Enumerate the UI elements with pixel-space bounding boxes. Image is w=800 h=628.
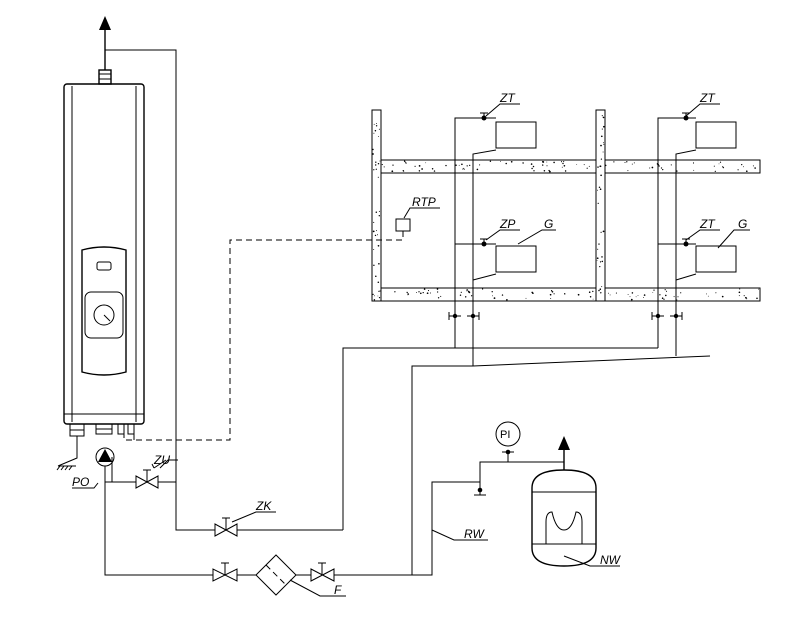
boiler-unit xyxy=(63,69,145,437)
flue-outlet xyxy=(98,69,112,85)
labels: ZT ZT ZT RTP ZP G G PI ZU PO ZK RW NW F xyxy=(72,91,747,597)
pressure-gauge xyxy=(93,304,115,326)
ground-symbol xyxy=(56,436,78,471)
wall-middle xyxy=(595,109,606,302)
gauge-frame xyxy=(84,291,124,339)
label-zu: ZU xyxy=(153,453,170,467)
label-nw: NW xyxy=(600,553,622,567)
thermostatic-valves xyxy=(480,112,690,247)
label-zp: ZP xyxy=(499,217,515,231)
label-rtp: RTP xyxy=(412,195,436,209)
pump-icon xyxy=(98,449,112,462)
wall-left xyxy=(371,109,382,302)
piping xyxy=(104,49,711,576)
valve-zk xyxy=(214,517,238,537)
leader-lines xyxy=(72,103,750,597)
radiator-lower-right xyxy=(695,245,737,273)
boiler-casing xyxy=(63,83,145,425)
control-panel xyxy=(81,246,127,376)
filter xyxy=(255,554,297,596)
label-zt-3: ZT xyxy=(699,217,716,231)
label-rw: RW xyxy=(464,527,485,541)
label-zt-2: ZT xyxy=(699,91,716,105)
pi-gauge xyxy=(495,421,521,447)
label-po: PO xyxy=(72,475,89,489)
label-g-1: G xyxy=(544,217,553,231)
pump xyxy=(95,447,115,467)
expansion-vessel xyxy=(531,436,597,567)
connector-sensor-1 xyxy=(117,423,125,435)
label-f: F xyxy=(334,583,342,597)
radiator-lower-left xyxy=(495,245,537,273)
riser-valves xyxy=(448,312,683,320)
building-structure xyxy=(371,109,761,302)
vessel-body xyxy=(531,469,597,567)
radiator-upper-right xyxy=(695,121,737,149)
arrow-up-icon xyxy=(99,16,111,30)
pressure-indicator xyxy=(474,421,521,496)
pump-symbol xyxy=(95,447,115,467)
label-zk: ZK xyxy=(255,499,272,513)
connector-sensor-2 xyxy=(127,423,135,435)
label-zt-1: ZT xyxy=(499,91,516,105)
radiator-upper-left xyxy=(495,121,537,149)
valve-return-2 xyxy=(310,562,335,582)
label-pi: PI xyxy=(500,429,510,441)
valve-zu xyxy=(135,459,167,489)
filter-symbol xyxy=(255,554,297,596)
label-g-2: G xyxy=(738,217,747,231)
display-indicator xyxy=(96,261,112,271)
valve-return-1 xyxy=(212,562,238,582)
floor-slab-lower xyxy=(371,287,761,302)
room-thermostat xyxy=(123,218,411,441)
vent-arrow-icon xyxy=(558,436,570,450)
thermostat-box xyxy=(395,218,411,232)
radiators xyxy=(495,121,737,273)
